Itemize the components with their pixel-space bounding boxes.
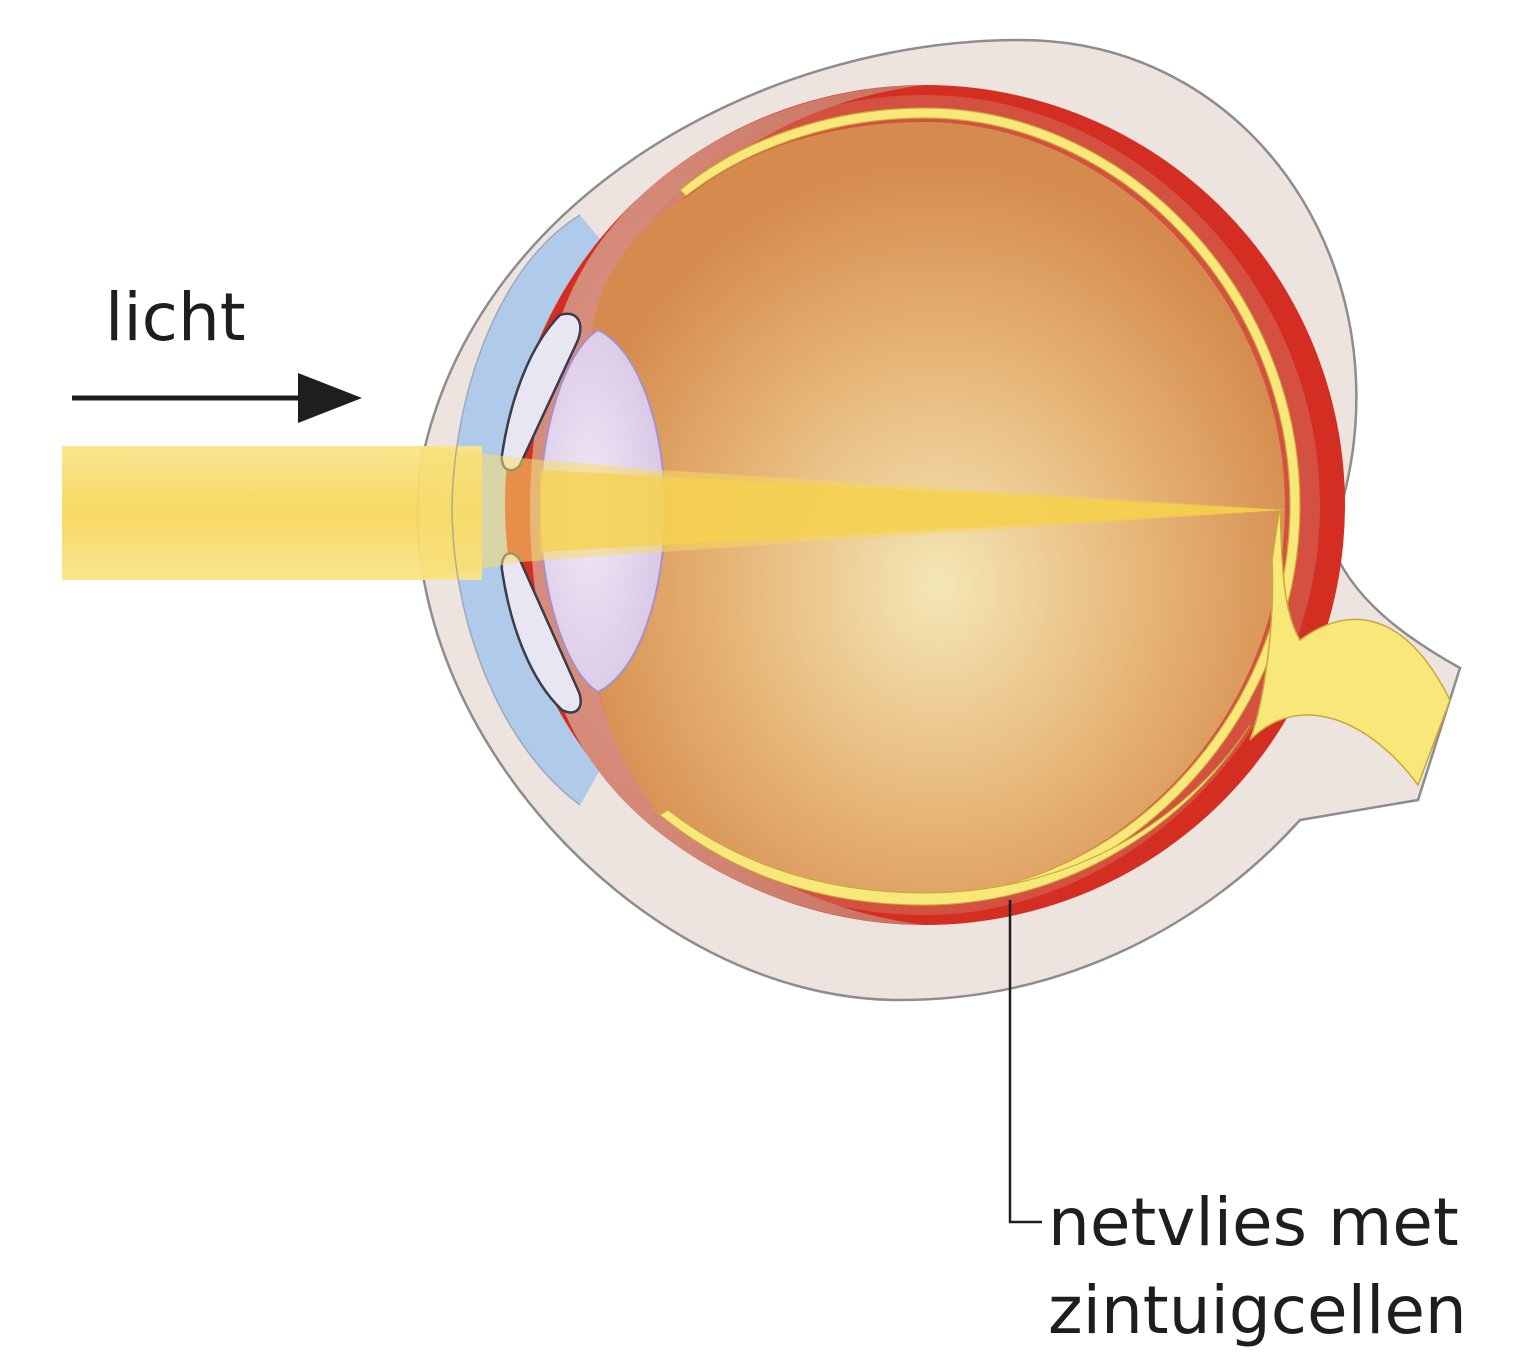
retina-label-line2: zintuigcellen: [1048, 1272, 1467, 1349]
retina-label-line1: netvlies met: [1048, 1184, 1459, 1261]
light-label: licht: [105, 279, 246, 356]
light-arrow: [72, 373, 362, 423]
light-beam: [62, 446, 482, 580]
